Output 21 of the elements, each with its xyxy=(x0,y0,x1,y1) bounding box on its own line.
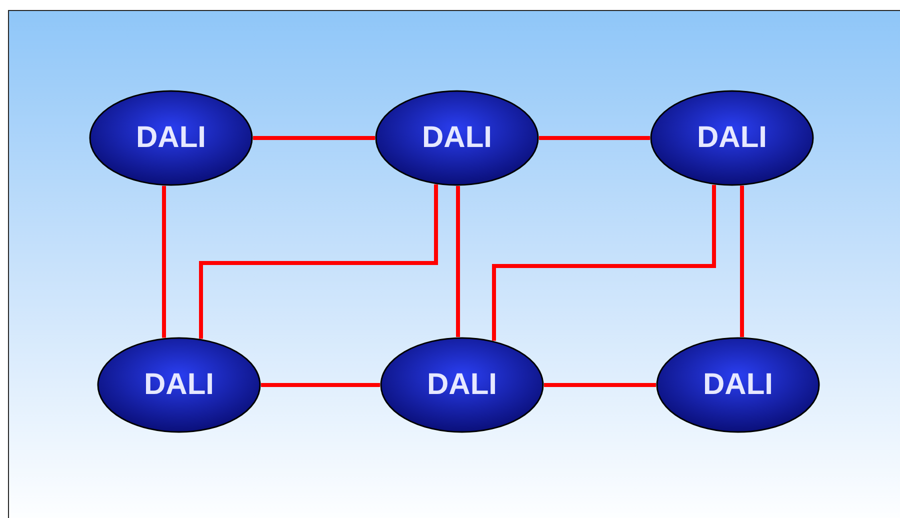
node-label: DALI xyxy=(703,368,773,402)
ellipse-node xyxy=(89,90,253,186)
ellipse-node xyxy=(97,337,261,433)
ellipse-node xyxy=(380,337,544,433)
connector-line xyxy=(456,186,460,338)
connector-line xyxy=(740,186,744,338)
node-label: DALI xyxy=(422,121,492,155)
connector-line xyxy=(162,186,166,338)
node-label: DALI xyxy=(144,368,214,402)
connector-line xyxy=(253,136,375,140)
connector-line xyxy=(544,383,656,387)
connector-line xyxy=(492,184,716,341)
ellipse-node xyxy=(656,337,820,433)
connector-line xyxy=(261,383,380,387)
connector-line xyxy=(199,184,438,339)
connector-line xyxy=(539,136,650,140)
ellipse-node xyxy=(375,90,539,186)
ellipse-node xyxy=(650,90,814,186)
node-label: DALI xyxy=(427,368,497,402)
node-label: DALI xyxy=(697,121,767,155)
node-label: DALI xyxy=(136,121,206,155)
